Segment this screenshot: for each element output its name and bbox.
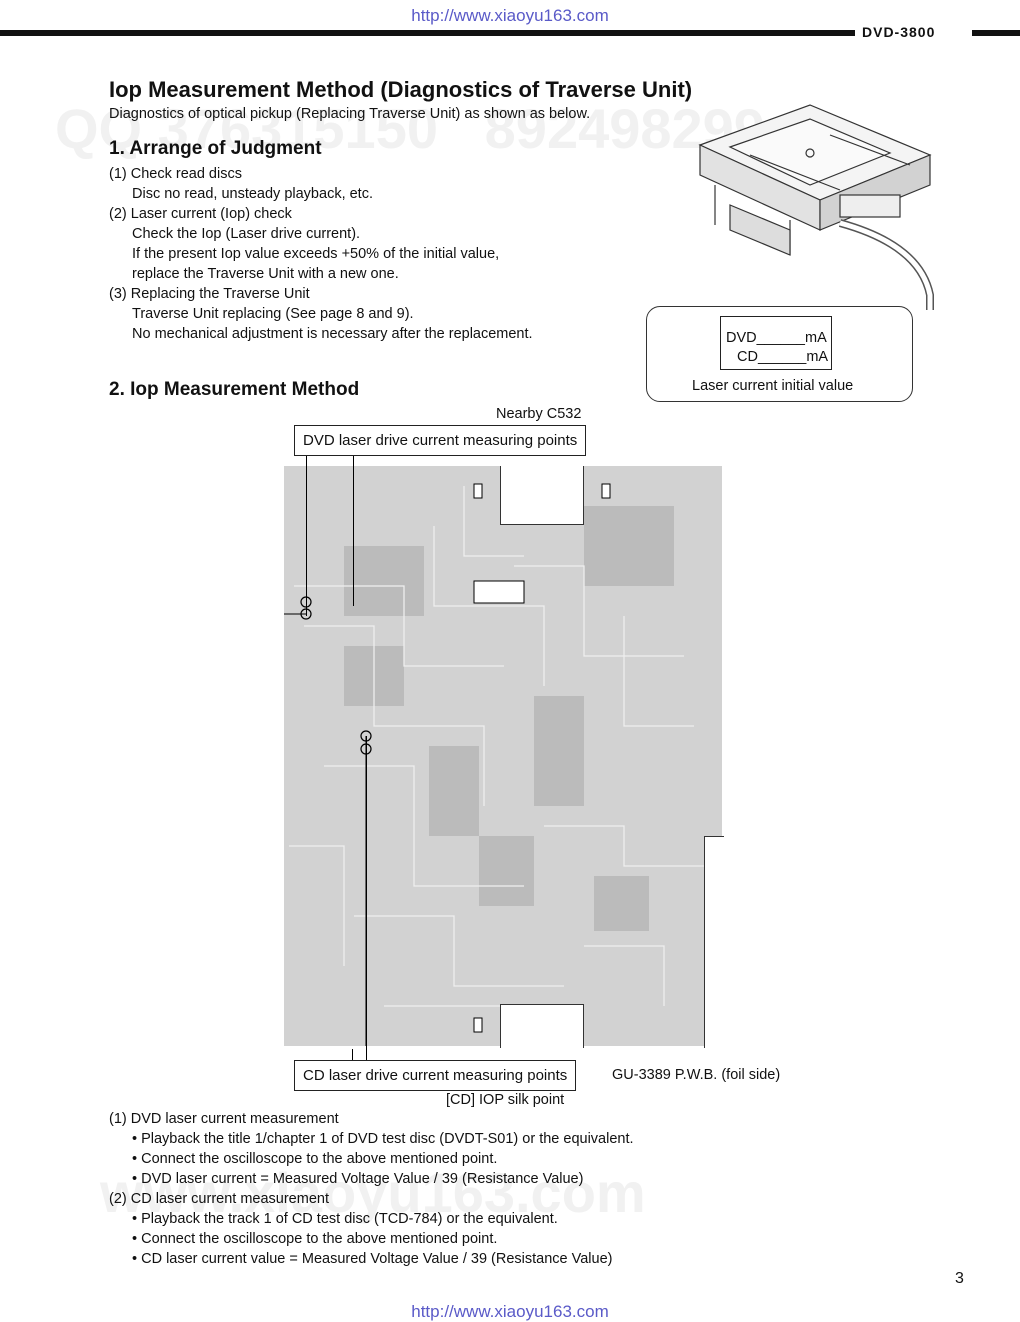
cd-measuring-points-label: CD laser drive current measuring points: [294, 1060, 577, 1091]
judgment-item: replace the Traverse Unit with a new one…: [132, 266, 399, 282]
judgment-item: If the present Iop value exceeds +50% of…: [132, 246, 500, 262]
judgment-item: (2) Laser current (Iop) check: [109, 206, 292, 222]
page-number: 3: [955, 1270, 964, 1287]
nearby-label: Nearby C532: [496, 406, 582, 422]
pcb-photo: [284, 466, 722, 1046]
cd-leader-2: [352, 1049, 353, 1061]
laser-current-caption: Laser current initial value: [692, 378, 854, 394]
judgment-item: Disc no read, unsteady playback, etc.: [132, 186, 373, 202]
section1-heading: 1. Arrange of Judgment: [109, 138, 322, 159]
measurement-item: • CD laser current value = Measured Volt…: [132, 1251, 613, 1267]
watermark-bottom: www.xiaoyu163.com: [100, 1161, 646, 1224]
dvd-leader-2: [353, 456, 354, 606]
model-name: DVD-3800: [862, 24, 936, 40]
watermark-top: QQ 376315150 892498299: [55, 97, 765, 160]
page-subtitle: Diagnostics of optical pickup (Replacing…: [109, 106, 591, 122]
page-title: Iop Measurement Method (Diagnostics of T…: [109, 77, 693, 102]
measurement-item: • Connect the oscilloscope to the above …: [132, 1151, 498, 1167]
measurement-item: (2) CD laser current measurement: [109, 1191, 329, 1207]
measurement-item: • DVD laser current = Measured Voltage V…: [132, 1171, 584, 1187]
pcb-cutout-bottom: [500, 1004, 584, 1048]
measurement-item: • Playback the title 1/chapter 1 of DVD …: [132, 1131, 634, 1147]
header-bar-left: [0, 30, 855, 36]
section2-heading: 2. Iop Measurement Method: [109, 379, 360, 400]
dvd-current-field: DVD______mA: [726, 330, 827, 346]
cd-leader-1: [366, 736, 367, 1061]
judgment-item: Traverse Unit replacing (See page 8 and …: [132, 306, 414, 322]
bottom-url-link[interactable]: http://www.xiaoyu163.com: [411, 1302, 609, 1321]
judgment-item: No mechanical adjustment is necessary af…: [132, 326, 533, 342]
judgment-item: Check the Iop (Laser drive current).: [132, 226, 361, 242]
judgment-item: (3) Replacing the Traverse Unit: [109, 286, 310, 302]
traverse-unit-illustration: [698, 104, 934, 310]
pcb-cutout-right: [704, 836, 724, 1048]
laser-current-label: [720, 316, 832, 370]
measurement-item: • Connect the oscilloscope to the above …: [132, 1231, 498, 1247]
measurement-item: (1) DVD laser current measurement: [109, 1111, 339, 1127]
silk-point-caption: [CD] IOP silk point: [446, 1092, 565, 1108]
measurement-item: • Playback the track 1 of CD test disc (…: [132, 1211, 558, 1227]
top-url-link[interactable]: http://www.xiaoyu163.com: [411, 6, 609, 25]
dvd-measuring-points-label: DVD laser drive current measuring points: [294, 425, 587, 456]
pcb-cutout-top: [500, 466, 584, 525]
header-bar-right: [972, 30, 1020, 36]
judgment-item: (1) Check read discs: [109, 166, 242, 182]
label-callout-frame: [646, 306, 913, 402]
dvd-leader-1: [306, 456, 307, 616]
cd-current-field: CD______mA: [737, 349, 829, 365]
pwb-caption: GU-3389 P.W.B. (foil side): [612, 1067, 781, 1083]
